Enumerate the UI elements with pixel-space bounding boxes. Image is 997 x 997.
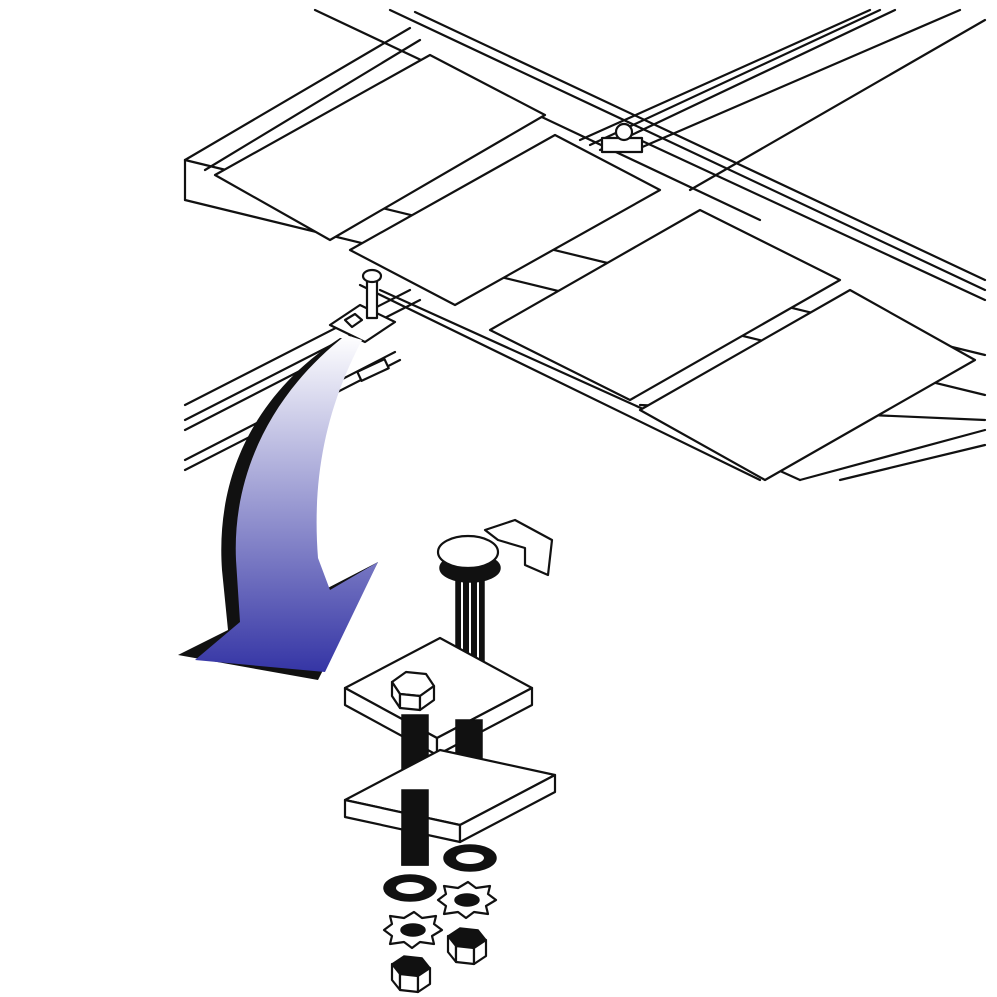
ladder-rack-main <box>183 26 987 482</box>
hex-nuts <box>390 927 488 994</box>
clamp-upper-channel <box>343 636 534 757</box>
top-clip <box>483 518 554 577</box>
clamp-hardware <box>343 518 557 994</box>
junction-clamp <box>328 268 397 382</box>
callout-arrow <box>178 335 378 680</box>
arrow-gradient-fill <box>195 335 378 672</box>
junction-clamp-small <box>600 122 644 154</box>
star-washers <box>382 880 498 950</box>
clamp-lower-channel <box>343 748 557 866</box>
hex-bolt-head <box>390 670 436 712</box>
ring-washers <box>383 844 497 902</box>
